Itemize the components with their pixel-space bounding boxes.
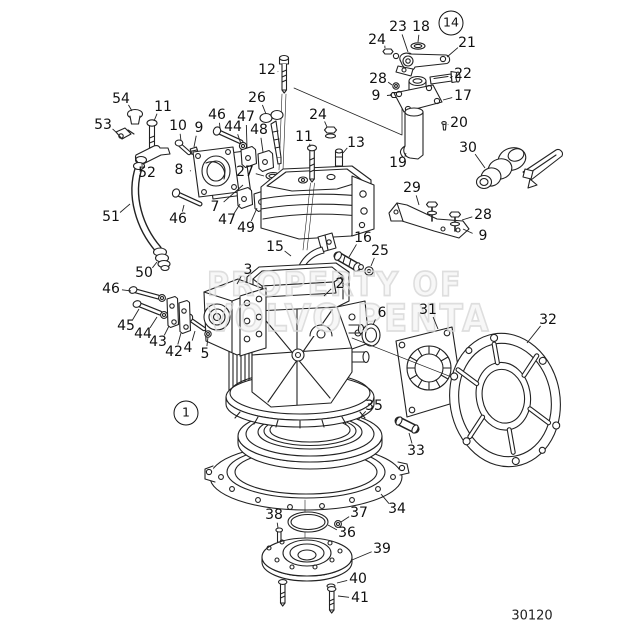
part-10-bolt <box>174 139 192 156</box>
part-41-bolt-left <box>277 579 288 607</box>
part-5-washer <box>204 330 212 338</box>
part-44-washer-bottom <box>160 311 168 319</box>
part-45-bolt <box>132 300 163 316</box>
part-top-shift-cover <box>260 165 375 240</box>
part-43-plate <box>166 295 180 329</box>
part-46-bolt-mid <box>171 188 203 207</box>
part-17-console-flange <box>393 75 443 113</box>
part-47-plate-top <box>240 145 258 169</box>
part-50-fitting <box>152 247 171 272</box>
part-33-pin <box>394 416 420 434</box>
part-32-bearing-cover <box>449 332 561 468</box>
part-24-nut-center <box>323 126 338 139</box>
part-11-bolt-center <box>302 144 318 251</box>
part-41-bolt <box>326 586 337 614</box>
part-16-pin <box>333 251 362 272</box>
part-20-screw <box>441 121 447 131</box>
part-53-elbow <box>115 127 135 140</box>
part-24-nut-top-right <box>382 48 400 60</box>
part-39-retainer-plate <box>261 537 353 582</box>
part-22-bolt <box>429 70 461 85</box>
part-42-plate <box>178 299 192 335</box>
part-48-plate <box>257 149 275 173</box>
drawing-number: 30120 <box>511 608 553 624</box>
part-18-seal <box>410 42 426 50</box>
part-25-detent <box>358 264 374 276</box>
part-30-drain-valve <box>475 147 563 190</box>
part-21-shift-lever <box>395 52 451 77</box>
part-37-washer <box>334 520 342 528</box>
part-3-mount-bracket <box>203 278 267 357</box>
part-19-tube <box>399 107 424 160</box>
part-51-hose <box>131 161 162 253</box>
part-12-bolt <box>278 54 290 94</box>
part-52-bracket <box>134 145 171 165</box>
part-47-plate-lower <box>236 186 254 210</box>
part-6-seal-ring <box>361 323 381 347</box>
part-8-flange <box>192 146 240 198</box>
part-46-bolt-bottom <box>128 286 166 302</box>
part-46-bolt-top <box>212 126 244 145</box>
part-29-bracket <box>388 201 470 239</box>
part-28-washer-top-right <box>392 82 400 90</box>
part-36-oring <box>287 511 329 533</box>
part-54-cap <box>126 108 144 125</box>
